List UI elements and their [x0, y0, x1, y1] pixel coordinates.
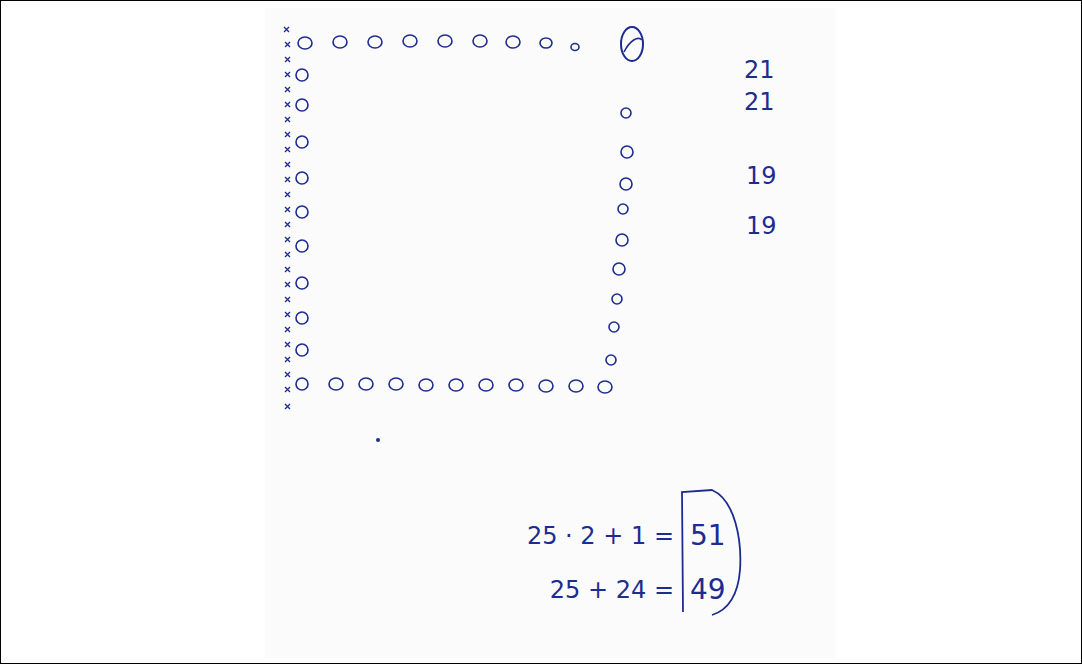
- result-number: 51: [690, 521, 726, 552]
- tally-number: 19: [746, 163, 777, 189]
- equation: 25 + 24 =: [550, 577, 674, 603]
- tally-number: 19: [746, 213, 777, 239]
- result-number: 49: [690, 575, 726, 606]
- tally-number: 21: [744, 89, 775, 115]
- equation: 25 · 2 + 1 =: [527, 523, 674, 549]
- tally-number: 21: [744, 57, 775, 83]
